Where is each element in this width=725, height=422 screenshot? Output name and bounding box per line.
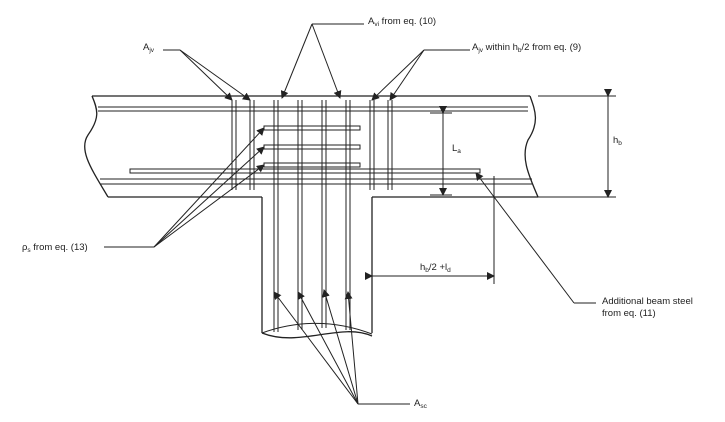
additional-steel-label-line2: from eq. (11) [602, 308, 656, 319]
column-bars [273, 100, 351, 332]
additional-beam-steel-bar [129, 168, 481, 174]
avi-leaders [280, 23, 364, 99]
avi-label: Avi from eq. (10) [368, 16, 436, 28]
column-outline [261, 197, 373, 339]
beam-outline [84, 95, 539, 198]
hb-label: hb [613, 135, 622, 147]
la-dimension [430, 106, 452, 196]
ajv-leaders [163, 49, 251, 101]
la-label: La [452, 143, 461, 155]
beam-bottom-steel [100, 178, 532, 185]
asc-label: Asc [414, 398, 428, 410]
rhos-label: ρs from eq. (13) [22, 242, 88, 254]
hb2-ld-dimension [365, 176, 495, 284]
beam-top-steel [98, 106, 528, 112]
additional-steel-leader [475, 172, 596, 304]
ajv-label: Ajv [143, 42, 155, 54]
ajv-within-leaders [371, 49, 470, 101]
hb2-ld-label: hb/2 +ld [420, 262, 451, 274]
asc-leaders [273, 289, 410, 405]
joint-vertical-stirrups [231, 100, 393, 190]
rhos-leaders [104, 127, 265, 248]
additional-steel-label-line1: Additional beam steel [602, 296, 693, 307]
hb-dimension [538, 89, 616, 198]
ajv-within-label: Ajv within hb/2 from eq. (9) [472, 42, 581, 54]
